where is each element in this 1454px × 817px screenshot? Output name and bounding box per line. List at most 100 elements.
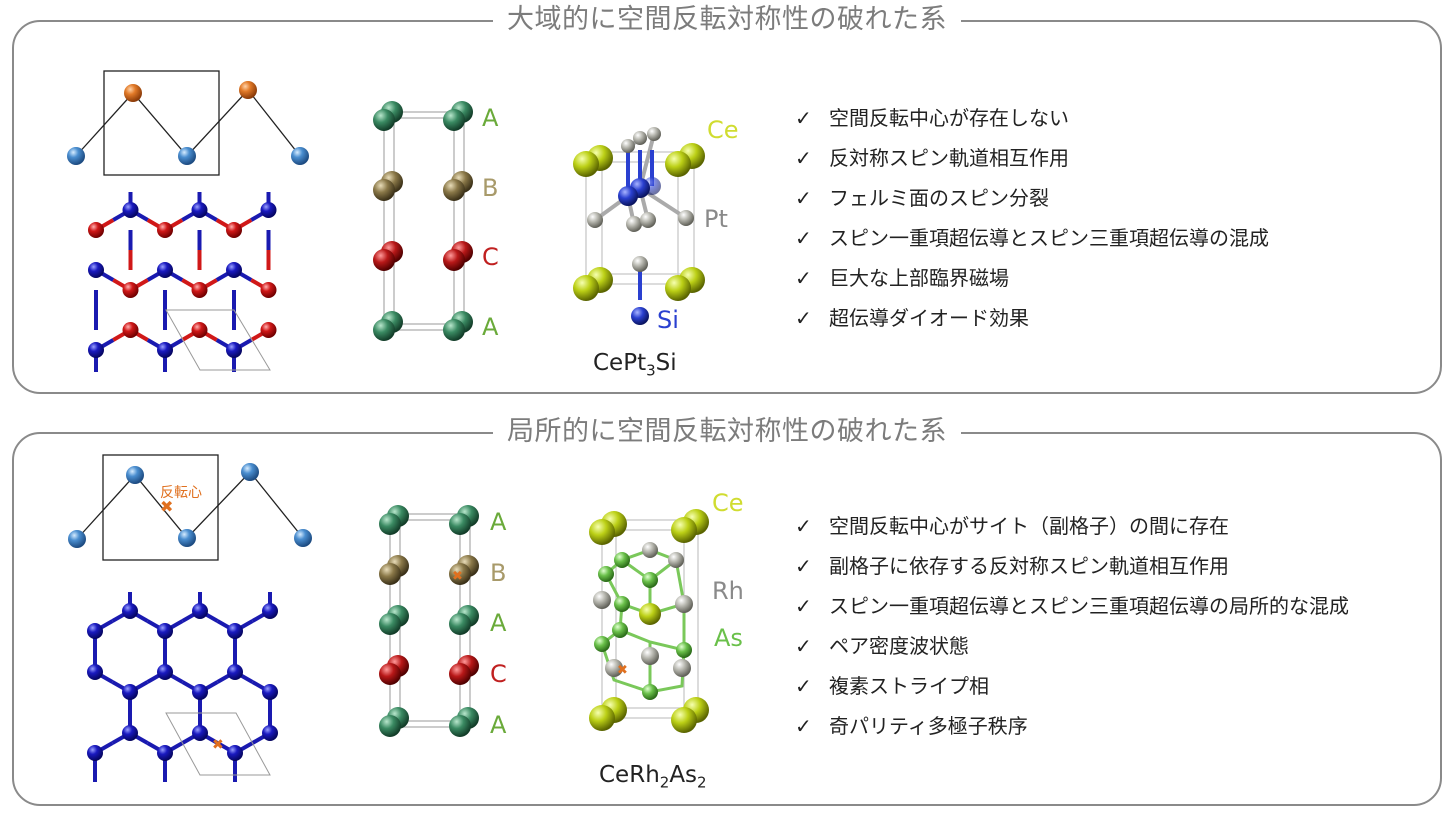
check-icon: ✓: [795, 514, 812, 538]
svg-text:✖: ✖: [452, 569, 463, 584]
red-atom: [122, 322, 139, 338]
blue-atom: [191, 202, 208, 218]
panel-title-global: 大域的に空間反転対称性の破れた系: [14, 2, 1440, 38]
check-icon: ✓: [795, 146, 812, 170]
check-icon: ✓: [795, 106, 812, 130]
layer-label: A: [490, 711, 507, 739]
stacking-abaca: ✖: [379, 505, 479, 737]
blue-atom: [227, 623, 243, 639]
check-icon: ✓: [795, 634, 812, 658]
check-icon: ✓: [795, 266, 812, 290]
blue-atom: [226, 342, 242, 358]
feature-item: ✓スピン一重項超伝導とスピン三重項超伝導の混成: [795, 220, 1269, 260]
feature-item: ✓反対称スピン軌道相互作用: [795, 140, 1269, 180]
compound-formula-cept3si: CePt3Si: [593, 350, 677, 380]
check-icon: ✓: [795, 186, 812, 210]
feature-item: ✓奇パリティ多極子秩序: [795, 708, 1349, 748]
blue-atom: [192, 684, 208, 700]
svg-text:✖: ✖: [617, 663, 628, 678]
blue-atom: [227, 745, 243, 761]
blue-atom: [157, 623, 173, 639]
blue-atom: [178, 147, 196, 165]
layer-label: C: [490, 660, 507, 688]
blue-atom: [157, 745, 173, 761]
feature-item: ✓複素ストライプ相: [795, 668, 1349, 708]
local-breaking-panel: 局所的に空間反転対称性の破れた系: [12, 416, 1442, 806]
red-atom: [191, 322, 208, 338]
layer-label: A: [482, 104, 499, 132]
blue-atom: [226, 262, 242, 278]
honeycomb-lattice-global: [88, 192, 277, 372]
check-icon: ✓: [795, 554, 812, 578]
inversion-center-label: 反転心: [160, 485, 202, 501]
red-atom: [191, 282, 208, 298]
feature-item: ✓ペア密度波状態: [795, 628, 1349, 668]
blue-atom: [291, 147, 309, 165]
blue-atom: [87, 745, 103, 761]
blue-atom: [192, 603, 208, 619]
blue-atom: [262, 684, 278, 700]
panel-title-local: 局所的に空間反転対称性の破れた系: [14, 414, 1440, 450]
feature-list-global: ✓空間反転中心が存在しない ✓反対称スピン軌道相互作用 ✓フェルミ面のスピン分裂…: [795, 100, 1269, 340]
feature-item: ✓フェルミ面のスピン分裂: [795, 180, 1269, 220]
blue-atom: [87, 664, 103, 680]
blue-atom: [192, 725, 208, 741]
red-atom: [88, 222, 104, 238]
check-icon: ✓: [795, 226, 812, 250]
layer-label: B: [490, 559, 507, 587]
blue-atom: [122, 202, 139, 218]
feature-item: ✓超伝導ダイオード効果: [795, 300, 1269, 340]
feature-item: ✓スピン一重項超伝導とスピン三重項超伝導の局所的な混成: [795, 588, 1349, 628]
feature-item: ✓副格子に依存する反対称スピン軌道相互作用: [795, 548, 1349, 588]
blue-atom: [157, 664, 173, 680]
blue-atom: [260, 202, 277, 218]
blue-atom: [227, 664, 243, 680]
blue-atom: [87, 623, 103, 639]
layer-label: A: [482, 313, 499, 341]
atom-label-as: As: [714, 624, 743, 652]
blue-atom: [157, 262, 173, 278]
blue-atom: [262, 725, 278, 741]
atom-label-pt: Pt: [704, 205, 728, 233]
global-breaking-panel: 大域的に空間反転対称性の破れた系: [12, 4, 1442, 394]
blue-atom: [88, 342, 104, 358]
atom-label-si: Si: [657, 306, 679, 334]
blue-atom: [122, 725, 138, 741]
orange-atom: [124, 84, 142, 102]
blue-atom: [157, 342, 173, 358]
check-icon: ✓: [795, 714, 812, 738]
compound-formula-cerh2as2: CeRh2As2: [599, 762, 707, 792]
check-icon: ✓: [795, 306, 812, 330]
zigzag-chain-local: ✖: [68, 454, 312, 561]
blue-atom: [67, 147, 85, 165]
honeycomb-lattice-local: [87, 592, 278, 782]
check-icon: ✓: [795, 594, 812, 618]
atom-label-ce: Ce: [707, 116, 739, 144]
atom-label-rh: Rh: [712, 577, 744, 605]
orange-atom: [239, 81, 257, 99]
cerh2as2-crystal: ✖: [589, 509, 709, 733]
red-atom: [260, 322, 277, 338]
blue-atom: [122, 684, 138, 700]
layer-label: A: [490, 609, 507, 637]
feature-list-local: ✓空間反転中心がサイト（副格子）の間に存在 ✓副格子に依存する反対称スピン軌道相…: [795, 508, 1349, 748]
red-atom: [157, 222, 173, 238]
red-atom: [260, 282, 277, 298]
atom-label-ce: Ce: [712, 489, 744, 517]
unit-cell-parallelogram: [165, 712, 271, 776]
check-icon: ✓: [795, 674, 812, 698]
layer-label: B: [482, 174, 499, 202]
stacking-abca: [373, 101, 473, 341]
blue-atom: [122, 603, 138, 619]
red-atom: [122, 282, 139, 298]
blue-atom: [262, 603, 278, 619]
layer-label: A: [490, 508, 507, 536]
layer-label: C: [482, 243, 499, 271]
red-atom: [226, 222, 242, 238]
inversion-center-mark: ✖: [160, 497, 173, 516]
feature-item: ✓空間反転中心が存在しない: [795, 100, 1269, 140]
zigzag-chain-global: [67, 70, 309, 176]
inversion-center-mark: ✖: [212, 737, 224, 753]
unit-cell-parallelogram: [165, 309, 271, 371]
